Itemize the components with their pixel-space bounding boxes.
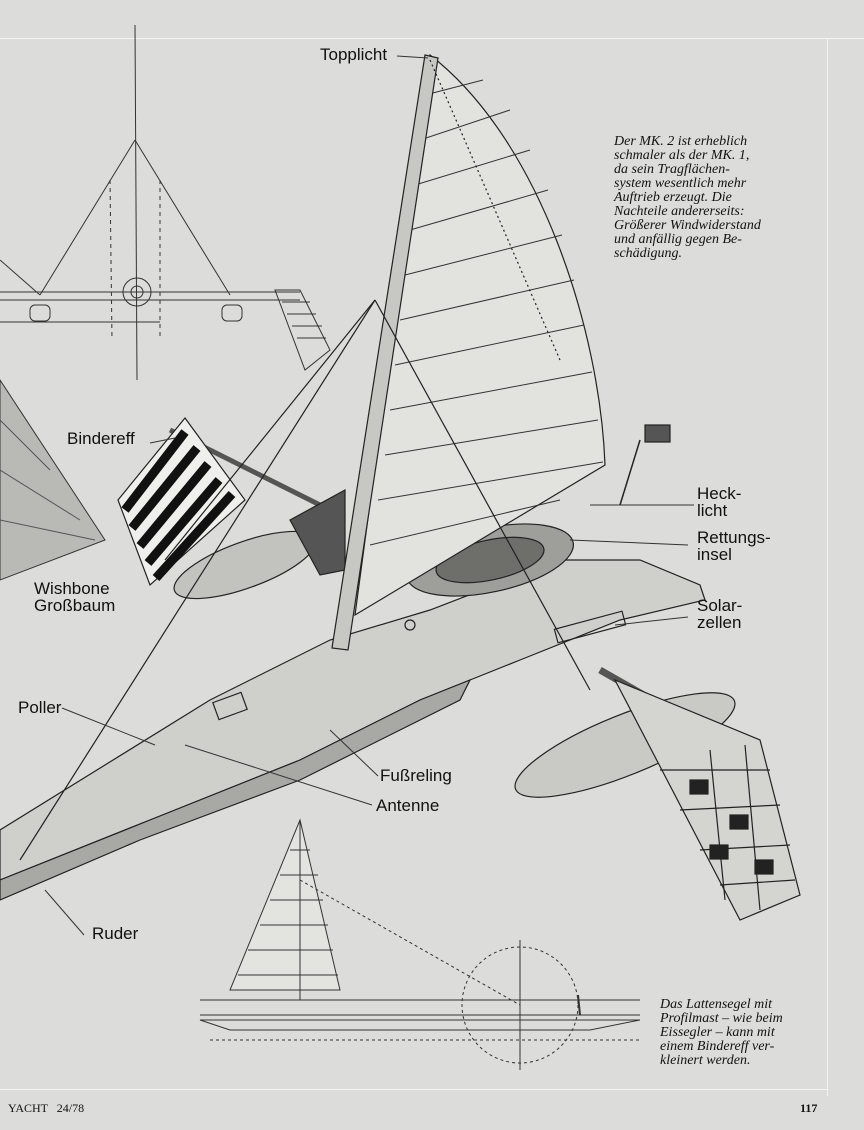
caption-top-line: Größerer Windwiderstand <box>614 218 761 233</box>
left-float <box>117 417 346 600</box>
label-wishbone: Wishbone <box>34 579 110 598</box>
label-fussreling: Fußreling <box>380 766 452 785</box>
caption-top-line: schädigung. <box>614 246 683 261</box>
label-bindereff: Bindereff <box>67 429 135 448</box>
leader-lines <box>44 55 694 936</box>
label-rettungsinsel-1: Rettungs- <box>697 528 771 547</box>
label-antenne: Antenne <box>376 796 440 815</box>
caption-bottom-line: Das Lattensegel mit <box>660 997 772 1012</box>
caption-top-line: Der MK. 2 ist erheblich <box>614 134 748 149</box>
label-solarzellen-2: zellen <box>697 613 742 632</box>
caption-top-line: da sein Tragflächen- <box>614 162 730 177</box>
frame-bottom-line <box>0 1089 828 1090</box>
label-poller: Poller <box>18 698 62 717</box>
caption-top-line: system wesentlich mehr <box>614 176 747 191</box>
label-hecklicht-2: licht <box>697 501 728 520</box>
footer-page-number: 117 <box>800 1101 818 1115</box>
caption-bottom-line: einem Bindereff ver- <box>660 1039 775 1054</box>
label-grossbaum: Großbaum <box>34 596 116 615</box>
caption-bottom-line: kleinert werden. <box>660 1053 751 1068</box>
front-view-sketch <box>0 24 331 381</box>
caption-top: Der MK. 2 ist erheblich schmaler als der… <box>614 135 761 261</box>
side-view-sketch <box>199 818 641 1070</box>
label-solarzellen-1: Solar- <box>697 596 743 615</box>
caption-top-line: und anfällig gegen Be- <box>614 232 742 247</box>
footer-magazine-name: YACHT <box>8 1101 48 1115</box>
main-sail <box>19 53 671 861</box>
caption-bottom-line: Eissegler – kann mit <box>660 1025 775 1040</box>
footer-issue: 24/78 <box>56 1101 85 1115</box>
frame-top-line <box>0 38 864 39</box>
footer-magazine: YACHT 24/78 <box>8 1101 84 1116</box>
caption-top-line: Nachteile andererseits: <box>614 204 745 219</box>
label-hecklicht-1: Heck- <box>697 484 742 503</box>
frame-right-line <box>827 38 828 1096</box>
caption-bottom: Das Lattensegel mit Profilmast – wie bei… <box>660 998 783 1068</box>
right-float <box>514 666 801 921</box>
left-sail-fragment <box>0 379 106 581</box>
main-hull <box>0 523 706 901</box>
caption-bottom-line: Profilmast – wie beim <box>660 1011 783 1026</box>
caption-top-line: schmaler als der MK. 1, <box>614 148 750 163</box>
label-topplicht: Topplicht <box>320 45 388 64</box>
label-ruder: Ruder <box>92 924 139 943</box>
label-rettungsinsel-2: insel <box>697 545 732 564</box>
caption-top-line: Auftrieb erzeugt. Die <box>614 190 732 205</box>
